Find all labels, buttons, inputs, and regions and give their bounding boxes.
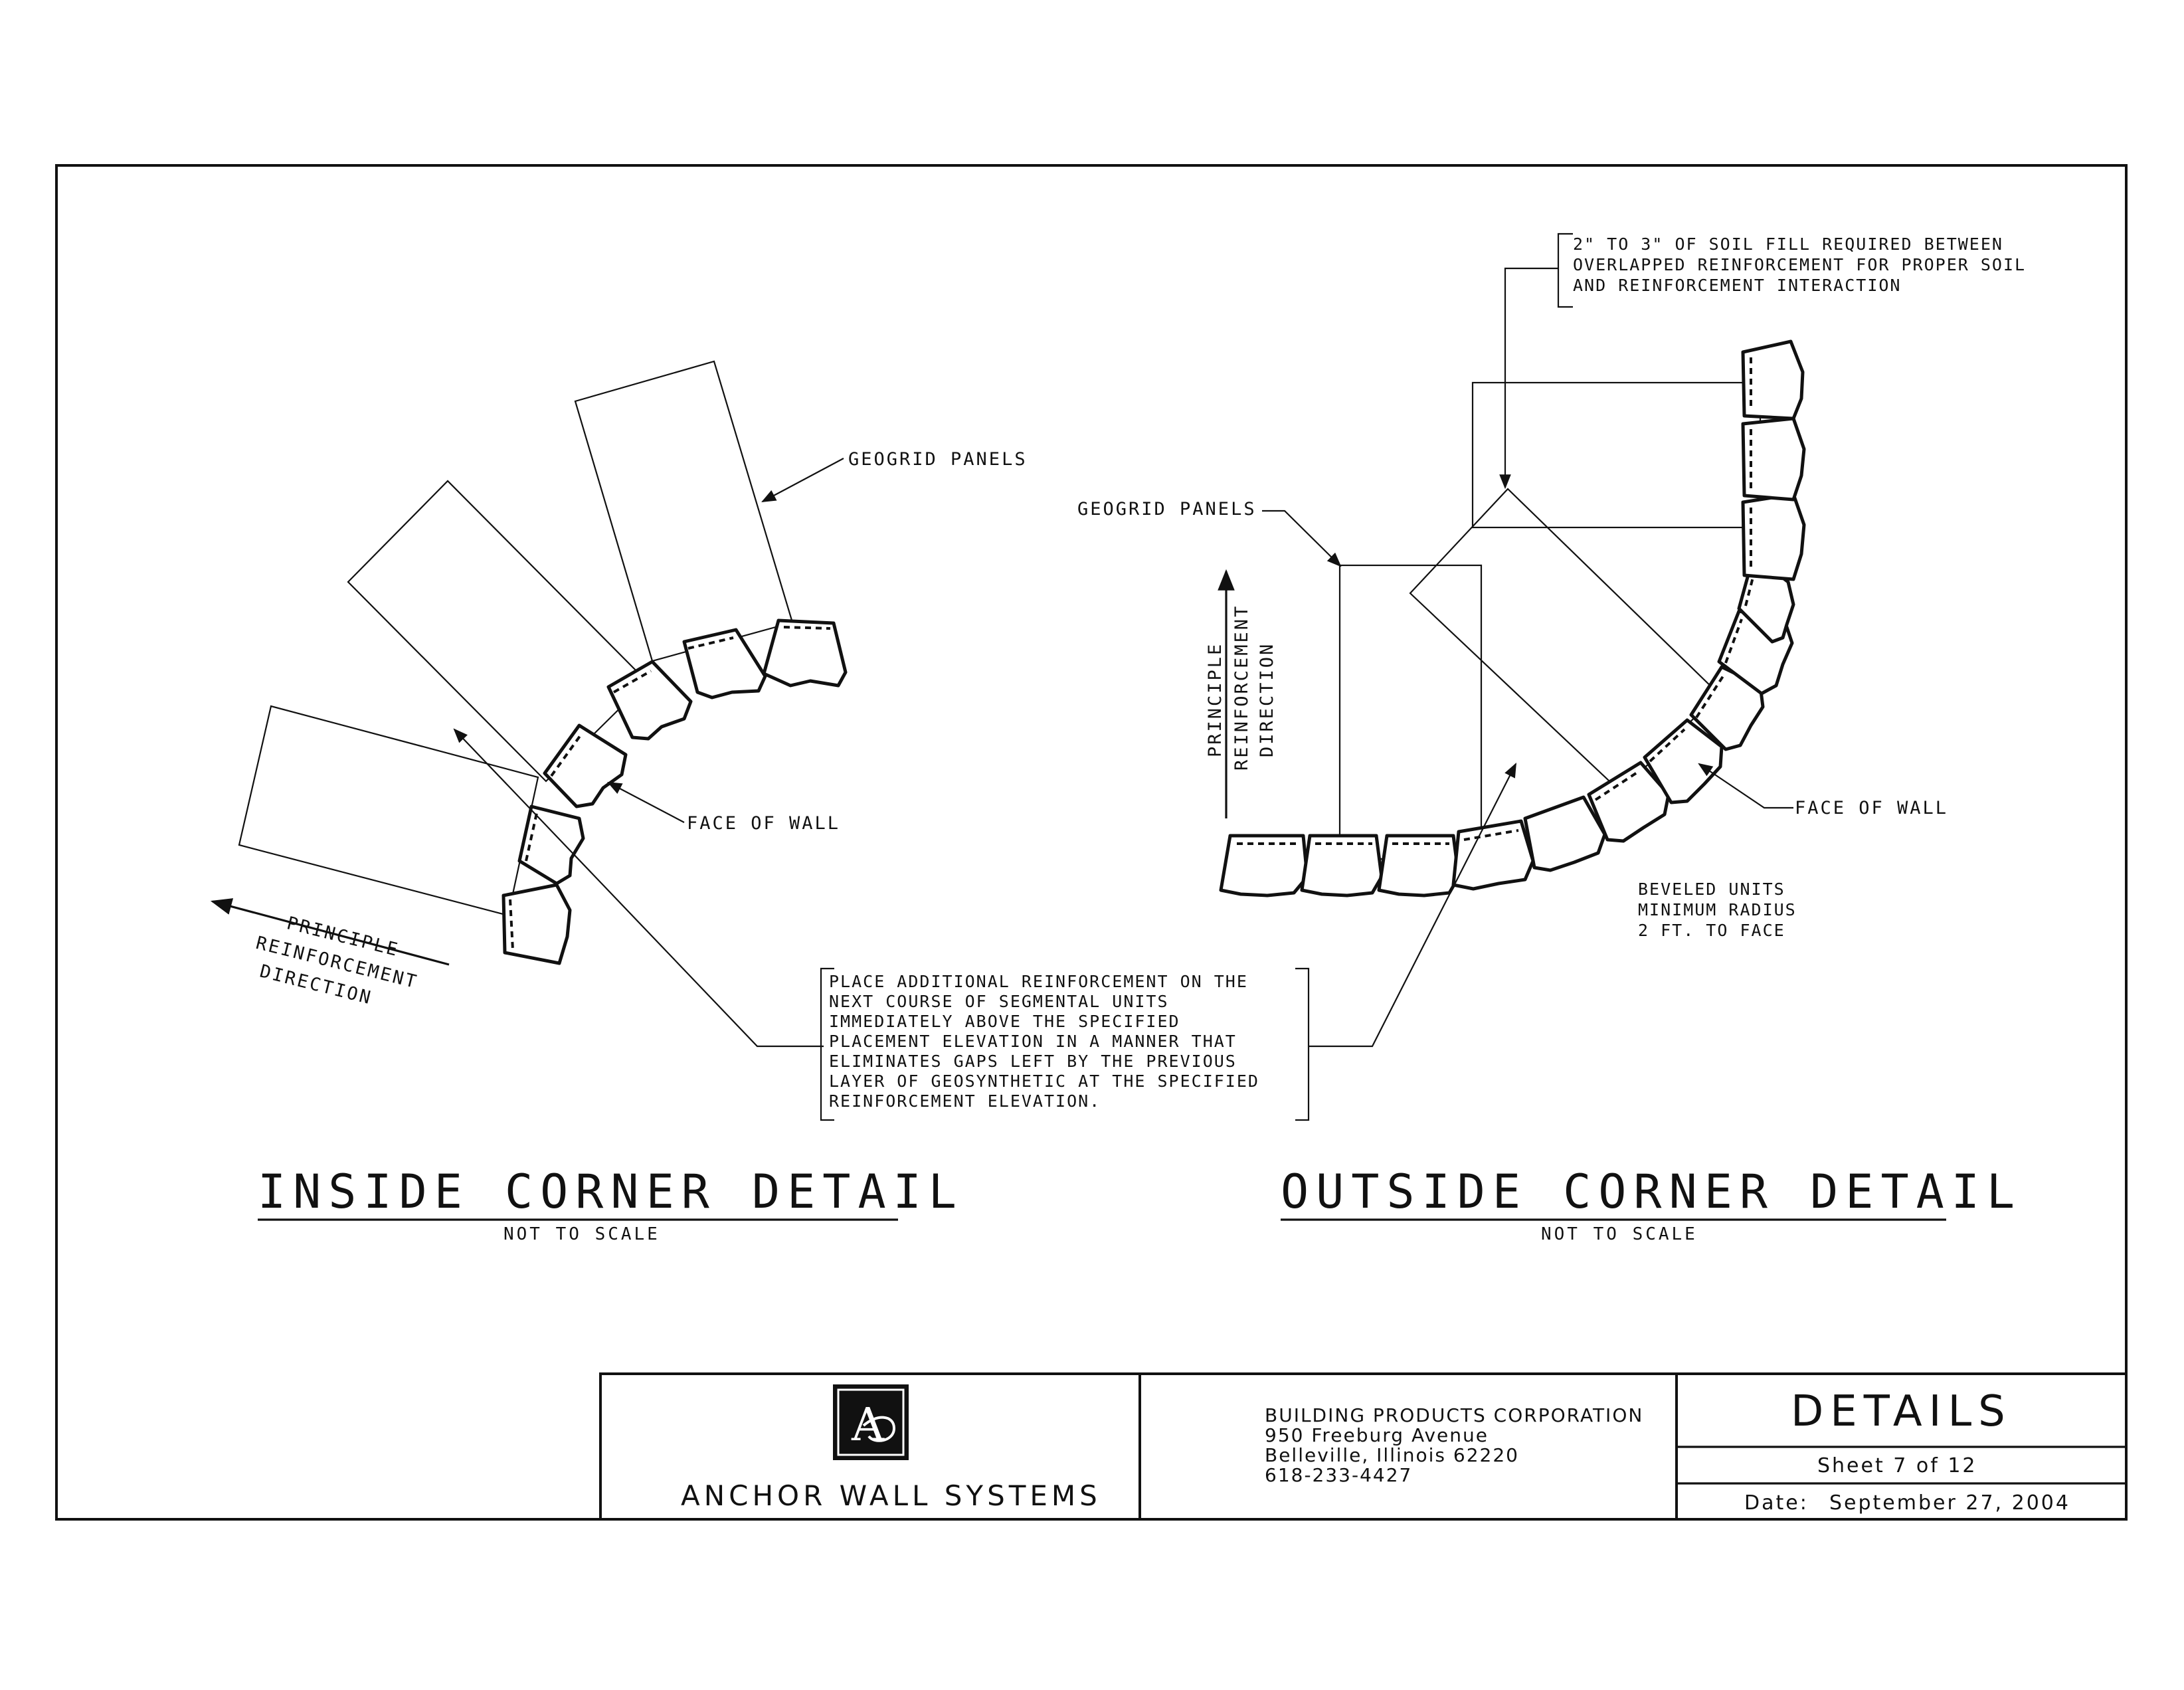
inside-wall-units	[501, 618, 848, 965]
wall-unit	[1649, 728, 1686, 763]
wall-unit	[517, 804, 585, 886]
soil-note-line: AND REINFORCEMENT INTERACTION	[1573, 276, 1902, 295]
outside-face-label: FACE OF WALL	[1795, 798, 1948, 818]
wall-unit	[501, 883, 572, 965]
placement-note-line: IMMEDIATELY ABOVE THE SPECIFIED	[829, 1012, 1180, 1031]
wall-unit	[543, 723, 628, 808]
wall-unit	[606, 660, 693, 741]
beveled-note-line: BEVELED UNITS	[1638, 880, 1785, 899]
outside-direction-label: DIRECTION	[1257, 642, 1277, 757]
geogrid-panel	[238, 705, 539, 917]
outside-direction-label: PRINCIPLE	[1205, 642, 1226, 757]
wall-unit	[1587, 761, 1671, 843]
title-block: A ANCHOR WALL SYSTEMS BUILDING PRODUCTS …	[599, 1372, 2128, 1521]
outside-direction-label: REINFORCEMENT	[1231, 605, 1252, 771]
soil-note-line: 2" TO 3" OF SOIL FILL REQUIRED BETWEEN	[1573, 235, 2003, 254]
beveled-note-line: MINIMUM RADIUS	[1638, 900, 1797, 919]
geogrid-panel	[347, 480, 648, 783]
soil-note-line: OVERLAPPED REINFORCEMENT FOR PROPER SOIL	[1573, 255, 2026, 274]
date-value: September 27, 2004	[1829, 1491, 2070, 1515]
geogrid-panel	[1338, 564, 1483, 860]
wall-unit	[1219, 834, 1309, 897]
geogrid-panel	[574, 360, 794, 662]
wall-unit	[613, 670, 652, 694]
wall-unit	[509, 899, 514, 951]
wall-unit	[1741, 339, 1805, 421]
wall-unit	[1523, 795, 1607, 872]
inside-face-label: FACE OF WALL	[687, 813, 840, 834]
company-name: ANCHOR WALL SYSTEMS	[681, 1479, 1101, 1512]
date-label: Date:	[1744, 1491, 1809, 1515]
wall-unit	[783, 626, 831, 630]
wall-unit	[762, 618, 848, 688]
placement-note-line: PLACE ADDITIONAL REINFORCEMENT ON THE	[829, 972, 1248, 991]
wall-unit	[1463, 829, 1519, 841]
placement-note-line: ELIMINATES GAPS LEFT BY THE PREVIOUS	[829, 1052, 1237, 1071]
wall-unit	[1300, 834, 1384, 897]
wall-unit	[1594, 771, 1639, 801]
address-line: Belleville, Illinois 62220	[1265, 1444, 1519, 1466]
inside-title: INSIDE CORNER DETAIL	[258, 1165, 964, 1219]
wall-unit	[1724, 618, 1743, 664]
address-line: BUILDING PRODUCTS CORPORATION	[1265, 1404, 1643, 1426]
outside-title: OUTSIDE CORNER DETAIL	[1281, 1165, 2022, 1219]
inside-corner-detail: GEOGRID PANELS FACE OF WALL PRINCIPLE RE…	[210, 360, 1028, 1244]
placement-note-line: LAYER OF GEOSYNTHETIC AT THE SPECIFIED	[829, 1072, 1259, 1091]
inside-scale-note: NOT TO SCALE	[503, 1224, 660, 1244]
sheet-border	[55, 164, 2128, 1521]
outside-geogrid-label: GEOGRID PANELS	[1077, 499, 1257, 519]
outside-scale-note: NOT TO SCALE	[1541, 1224, 1698, 1244]
address-line: 618-233-4427	[1265, 1464, 1412, 1486]
wall-unit	[1695, 675, 1724, 719]
placement-note-line: PLACEMENT ELEVATION IN A MANNER THAT	[829, 1032, 1237, 1051]
wall-unit	[687, 636, 734, 650]
anchor-logo: A	[833, 1384, 909, 1460]
geogrid-panel	[1471, 381, 1762, 529]
placement-note-line: NEXT COURSE OF SEGMENTAL UNITS	[829, 992, 1169, 1011]
outside-corner-detail: 2" TO 3" OF SOIL FILL REQUIRED BETWEEN O…	[1077, 233, 2026, 1244]
placement-note-line: REINFORCEMENT ELEVATION.	[829, 1091, 1101, 1111]
wall-unit	[682, 628, 767, 700]
wall-unit	[550, 732, 583, 777]
beveled-note-line: 2 FT. TO FACE	[1638, 921, 1785, 940]
outside-wall-units	[1219, 339, 1806, 897]
wall-unit	[1377, 834, 1461, 897]
wall-unit	[1451, 819, 1535, 891]
address-line: 950 Freeburg Avenue	[1265, 1424, 1489, 1446]
wall-unit	[525, 812, 538, 862]
inside-geogrid-label: GEOGRID PANELS	[848, 449, 1028, 470]
svg-text:A: A	[851, 1399, 885, 1452]
sheet-title: DETAILS	[1791, 1387, 2012, 1436]
placement-note: PLACE ADDITIONAL REINFORCEMENT ON THE NE…	[820, 967, 1310, 1121]
sheet-number: Sheet 7 of 12	[1817, 1454, 1977, 1477]
